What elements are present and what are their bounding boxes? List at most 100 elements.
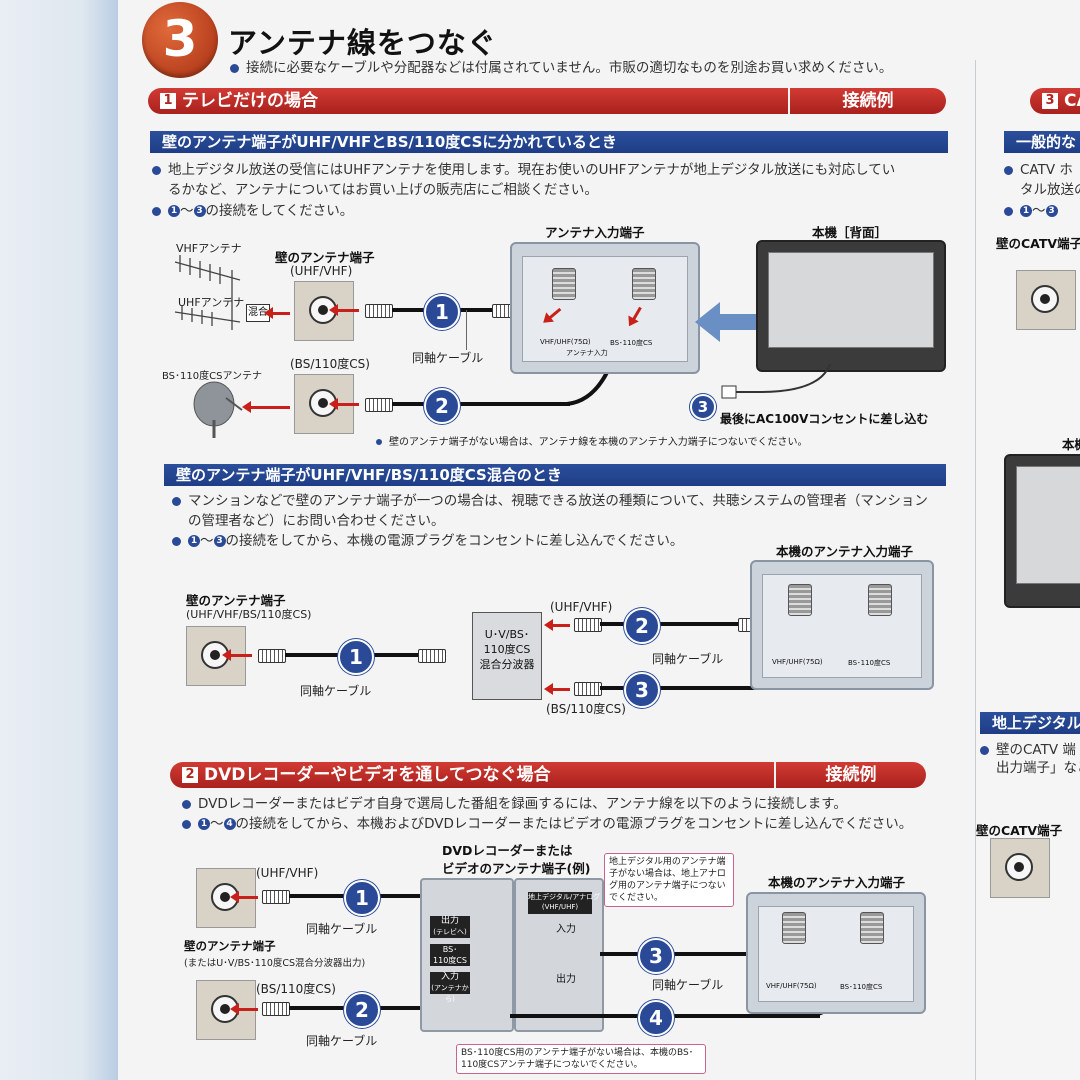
cable-2: [600, 622, 740, 626]
coax-label: 同軸ケーブル: [300, 684, 372, 698]
note-top: 地上デジタル用のアンテナ端子がない場合は、地上アナログ用のアンテナ端子につないで…: [604, 853, 734, 907]
wall-terminal-sub: (UHF/VHF/BS/110度CS): [186, 608, 312, 621]
arrow-icon: [329, 398, 359, 410]
arrow-icon: [544, 619, 570, 631]
section2-number: 2: [182, 767, 198, 783]
bullet-icon: [172, 496, 181, 506]
section2-title: DVDレコーダーやビデオを通してつなぐ場合: [204, 765, 551, 785]
coax-label-2: 同軸ケーブル: [652, 652, 724, 666]
plug-icon: [365, 398, 393, 412]
case1-bullet1: 地上デジタル放送の受信にはUHFアンテナを使用します。現在お使いのUHFアンテナ…: [152, 160, 895, 180]
bs-antenna-label: BS･110度CSアンテナ: [162, 371, 263, 382]
step3-text: 最後にAC100Vコンセントに差し込む: [720, 412, 929, 426]
coax-label-2: 同軸ケーブル: [306, 1034, 378, 1048]
tv-back-image: [756, 240, 946, 372]
bullet-icon: [152, 206, 161, 216]
section2-bullet1: DVDレコーダーまたはビデオ自身で選局した番組を録画するには、アンテナ線を以下の…: [182, 794, 847, 814]
arrow-icon: [329, 304, 359, 316]
step-badge-1: 1: [424, 294, 460, 330]
unit-back-label: 本機［背面］: [812, 225, 888, 240]
plug-icon: [574, 618, 602, 632]
arrow-icon: [242, 401, 290, 413]
coax-label: 同軸ケーブル: [412, 351, 484, 365]
step-badge-3: 3: [638, 938, 674, 974]
coax-label: 同軸ケーブル: [306, 922, 378, 936]
catv-wall-label-2: 壁のCATV端子: [976, 823, 1063, 838]
section1-title: テレビだけの場合: [182, 91, 318, 111]
in-label: 入力: [556, 924, 576, 935]
dvd-title-line2: ビデオのアンテナ端子(例): [442, 861, 591, 876]
section3-line2: タル放送の: [1020, 182, 1080, 198]
cable-3: [600, 952, 750, 956]
jack-icon: [860, 912, 884, 944]
arrow-icon: [264, 307, 290, 319]
plug-icon: [258, 649, 286, 663]
coax-label-3: 同軸ケーブル: [652, 978, 724, 992]
plug-icon: [574, 682, 602, 696]
cable-1: [289, 894, 489, 898]
left-page-edge: [0, 0, 118, 1080]
step-number-badge: 3: [142, 2, 218, 78]
uhf-vhf-label: (UHF/VHF): [550, 600, 613, 614]
uhf-antenna-label: UHFアンテナ: [178, 296, 245, 309]
step-badge-3: 3: [690, 394, 716, 420]
jack-icon: [552, 268, 576, 300]
section3-bullet2: 壁のCATV 端: [980, 740, 1076, 760]
jack-icon: [782, 912, 806, 944]
wall-terminal-label: 壁のアンテナ端子: [186, 593, 286, 608]
cable-2: [289, 1006, 489, 1010]
antenna-input-panel: VHF/UHF(75Ω) BS･110度CS アンテナ入力: [510, 242, 700, 374]
unit-input-label: 本機のアンテナ入力端子: [768, 875, 906, 890]
section3-heading-2: 地上デジタル: [980, 712, 1080, 734]
jack-icon: [632, 268, 656, 300]
section1-tag: 接続例: [790, 88, 946, 114]
leader-line: [466, 310, 467, 350]
wall-terminal-label: 壁のアンテナ端子: [275, 250, 375, 265]
out-label: 出力: [556, 974, 576, 985]
wall-outlet-uhf: [294, 281, 354, 341]
power-cord-icon: [721, 363, 831, 399]
dvd-panel-right: 地上デジタル/アナログ (VHF/UHF) 入力 出力: [514, 878, 604, 1032]
case1-heading: 壁のアンテナ端子がUHF/VHFとBS/110度CSに分かれているとき: [150, 131, 948, 153]
jack-icon: [788, 584, 812, 616]
port-label-bs: BS･110度CS: [848, 659, 891, 667]
vhf-antenna-label: VHFアンテナ: [176, 242, 242, 255]
arrow-icon: [544, 683, 570, 695]
tv-back-image: [1004, 454, 1080, 608]
bullet-icon: [230, 63, 239, 73]
unit-label: 本機: [1062, 437, 1080, 452]
in-box: 入力(アンテナから): [430, 972, 470, 1003]
step-badge-1: 1: [344, 880, 380, 916]
catv-wall-outlet-2: [990, 838, 1050, 898]
dvd-panel-left: 出力(テレビへ) BS･ 110度CS 入力(アンテナから): [420, 878, 514, 1032]
step-badge-1: 1: [338, 639, 374, 675]
port-label-bs: BS･110度CS: [840, 983, 883, 991]
port-label-vhf: VHF/UHF(75Ω): [772, 658, 823, 666]
unit-input-panel: VHF/UHF(75Ω) BS･110度CS: [750, 560, 934, 690]
port-label-sub: アンテナ入力: [566, 349, 608, 357]
port-label-bs: BS･110度CS: [610, 339, 653, 347]
step-badge-2: 2: [424, 388, 460, 424]
cable-3: [600, 686, 810, 690]
out-box: 出力(テレビへ): [430, 916, 470, 938]
unit-input-label: 本機のアンテナ入力端子: [776, 544, 914, 559]
section3-line3: 1～3: [1004, 201, 1058, 221]
step-badge-2: 2: [344, 992, 380, 1028]
step-badge-2: 2: [624, 608, 660, 644]
case1-note: 壁のアンテナ端子がない場合は、アンテナ線を本機のアンテナ入力端子につないでくださ…: [376, 433, 808, 448]
case2-bullet1-cont: の管理者など）にお問い合わせください。: [188, 513, 445, 529]
arrow-icon: [230, 891, 258, 903]
section3-line1: CATV ホ: [1004, 160, 1073, 180]
bullet-icon: [152, 165, 161, 175]
plug-icon: [262, 1002, 290, 1016]
case2-heading: 壁のアンテナ端子がUHF/VHF/BS/110度CS混合のとき: [164, 464, 946, 486]
splitter-box: U･V/BS･ 110度CS 混合分波器: [472, 612, 542, 700]
section2-bar: 2 DVDレコーダーやビデオを通してつなぐ場合: [170, 762, 774, 788]
page-title: アンテナ線をつなぐ: [228, 26, 497, 60]
case1-bullet1-cont: るかなど、アンテナについてはお買い上げの販売店にご相談ください。: [168, 182, 598, 198]
case2-bullet1: マンションなどで壁のアンテナ端子が一つの場合は、視聴できる放送の種類について、共…: [172, 491, 928, 511]
dvd-title-line1: DVDレコーダーまたは: [442, 843, 573, 858]
